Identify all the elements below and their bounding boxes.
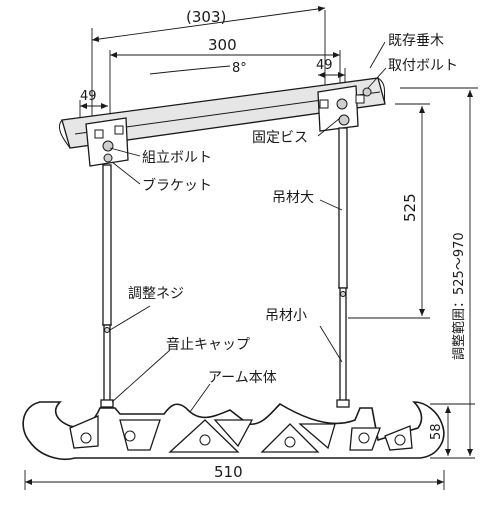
dim-right-offset-label: 49	[316, 58, 333, 73]
label-assembly-bolt: 組立ボルト	[109, 147, 212, 166]
label-adjust-screw: 調整ネジ	[109, 286, 184, 331]
dim-arm-height-label: 58	[429, 423, 444, 440]
dim-adjust-range: 調整範囲：525～970	[400, 87, 478, 456]
label-mount-bolt: 取付ボルト	[367, 58, 458, 89]
bracket-left	[85, 117, 129, 167]
dim-top-span-label: 300	[208, 36, 237, 54]
arm-body	[22, 401, 445, 460]
label-silencer-cap-text: 音止キャップ	[166, 336, 250, 353]
dim-top-overall-label: (303)	[186, 8, 226, 26]
hanging-rod-right	[338, 127, 348, 404]
mount-bolt	[362, 87, 372, 97]
silencer-caps	[100, 399, 350, 408]
label-existing-beam-text: 既存垂木	[388, 33, 444, 49]
label-hanging-small: 吊材小	[265, 308, 343, 363]
dim-angle: 8°	[149, 61, 247, 76]
dim-hanging-length-label: 525	[401, 193, 419, 222]
label-hanging-large-text: 吊材大	[272, 190, 314, 206]
dim-bottom-width-label: 510	[214, 463, 243, 481]
label-bracket: ブラケット	[111, 161, 212, 194]
dim-angle-label: 8°	[232, 61, 247, 76]
hanging-rod-left	[102, 164, 112, 404]
dim-hanging-length: 525	[348, 103, 430, 319]
label-adjust-screw-text: 調整ネジ	[128, 286, 184, 302]
label-fixing-screw: 固定ビス	[252, 117, 341, 146]
dim-left-offset-label: 49	[80, 89, 97, 104]
label-arm-body-text: アーム本体	[208, 370, 277, 386]
label-existing-beam: 既存垂木	[369, 33, 444, 69]
label-silencer-cap: 音止キャップ	[111, 336, 250, 403]
label-hanging-large: 吊材大	[272, 190, 343, 211]
dim-adjust-range-label: 調整範囲：525～970	[452, 232, 467, 360]
bracket-right	[317, 85, 365, 132]
label-mount-bolt-text: 取付ボルト	[388, 58, 458, 74]
label-arm-body: アーム本体	[189, 370, 277, 413]
label-bracket-text: ブラケット	[142, 177, 212, 194]
label-assembly-bolt-text: 組立ボルト	[142, 150, 212, 166]
label-hanging-small-text: 吊材小	[265, 308, 307, 324]
label-fixing-screw-text: 固定ビス	[252, 130, 308, 146]
dim-top-span: 300	[109, 36, 341, 118]
dim-bottom-width: 510	[24, 463, 445, 490]
